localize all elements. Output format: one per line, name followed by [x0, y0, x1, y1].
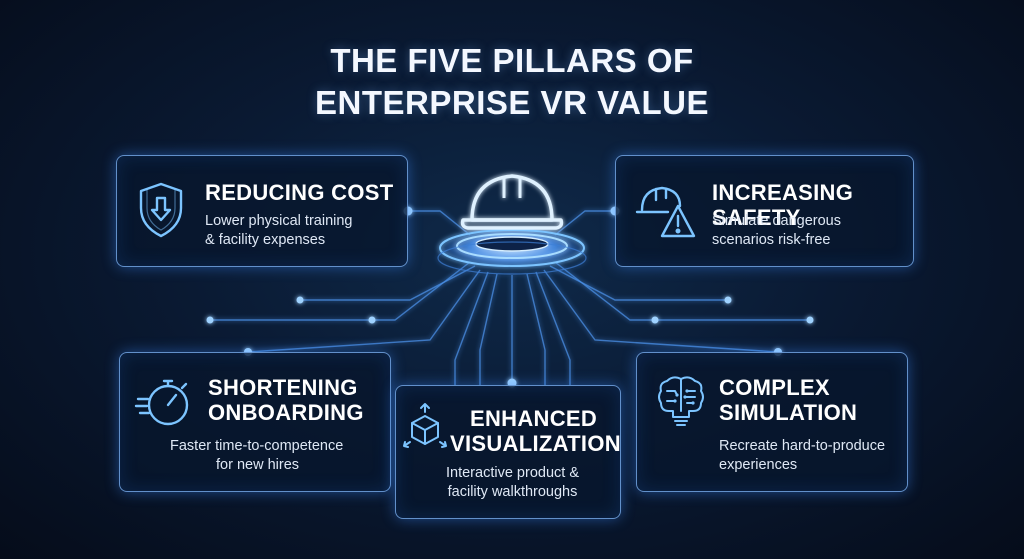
pillar-description: Faster time-to-competence for new hires	[170, 438, 344, 473]
node-dot	[724, 296, 732, 304]
brain-circuit-icon	[658, 376, 704, 426]
pillar-card-shortening-onboarding: SHORTENING ONBOARDING Faster time-to-com…	[119, 352, 391, 492]
node-dot	[296, 296, 304, 304]
pillar-heading: REDUCING COST	[205, 180, 394, 205]
pillar-card-complex-simulation: COMPLEX SIMULATION Recreate hard-to-prod…	[636, 352, 908, 492]
pillar-description: Lower physical training & facility expen…	[205, 213, 353, 248]
pillar-heading: INCREASING SAFETY	[712, 180, 854, 230]
pillar-heading: SHORTENING ONBOARDING	[208, 375, 364, 425]
node-dot	[651, 316, 659, 324]
connector-reducing-cost	[408, 210, 471, 236]
title-line-2: ENTERPRISE VR VALUE	[315, 84, 709, 121]
stopwatch-icon	[134, 379, 189, 426]
pillar-heading: ENHANCED VISUALIZATION	[450, 406, 621, 456]
node-dot	[206, 316, 214, 324]
page-title: THE FIVE PILLARS OF ENTERPRISE VR VALUE	[0, 40, 1024, 124]
node-dot	[368, 316, 376, 324]
pillar-card-reducing-cost: REDUCING COST Lower physical training & …	[116, 155, 408, 267]
hardhat-warning-icon	[635, 186, 696, 238]
pillar-heading: COMPLEX SIMULATION	[719, 375, 858, 425]
shield-down-arrow-icon	[139, 182, 183, 238]
pillar-card-increasing-safety: INCREASING SAFETY Simulate dangerous sce…	[615, 155, 914, 267]
pillar-description: Simulate dangerous scenarios risk-free	[712, 213, 841, 248]
node-dot	[806, 316, 814, 324]
title-line-1: THE FIVE PILLARS OF	[330, 42, 694, 79]
pillar-description: Interactive product & facility walkthrou…	[446, 465, 579, 500]
hardhat-hologram-icon	[434, 174, 590, 275]
pillar-description: Recreate hard-to-produce experiences	[719, 438, 886, 473]
3d-cube-arrows-icon	[403, 403, 447, 448]
pillar-card-enhanced-visualization: ENHANCED VISUALIZATION Interactive produ…	[395, 385, 621, 519]
connector-increasing-safety	[554, 210, 615, 236]
